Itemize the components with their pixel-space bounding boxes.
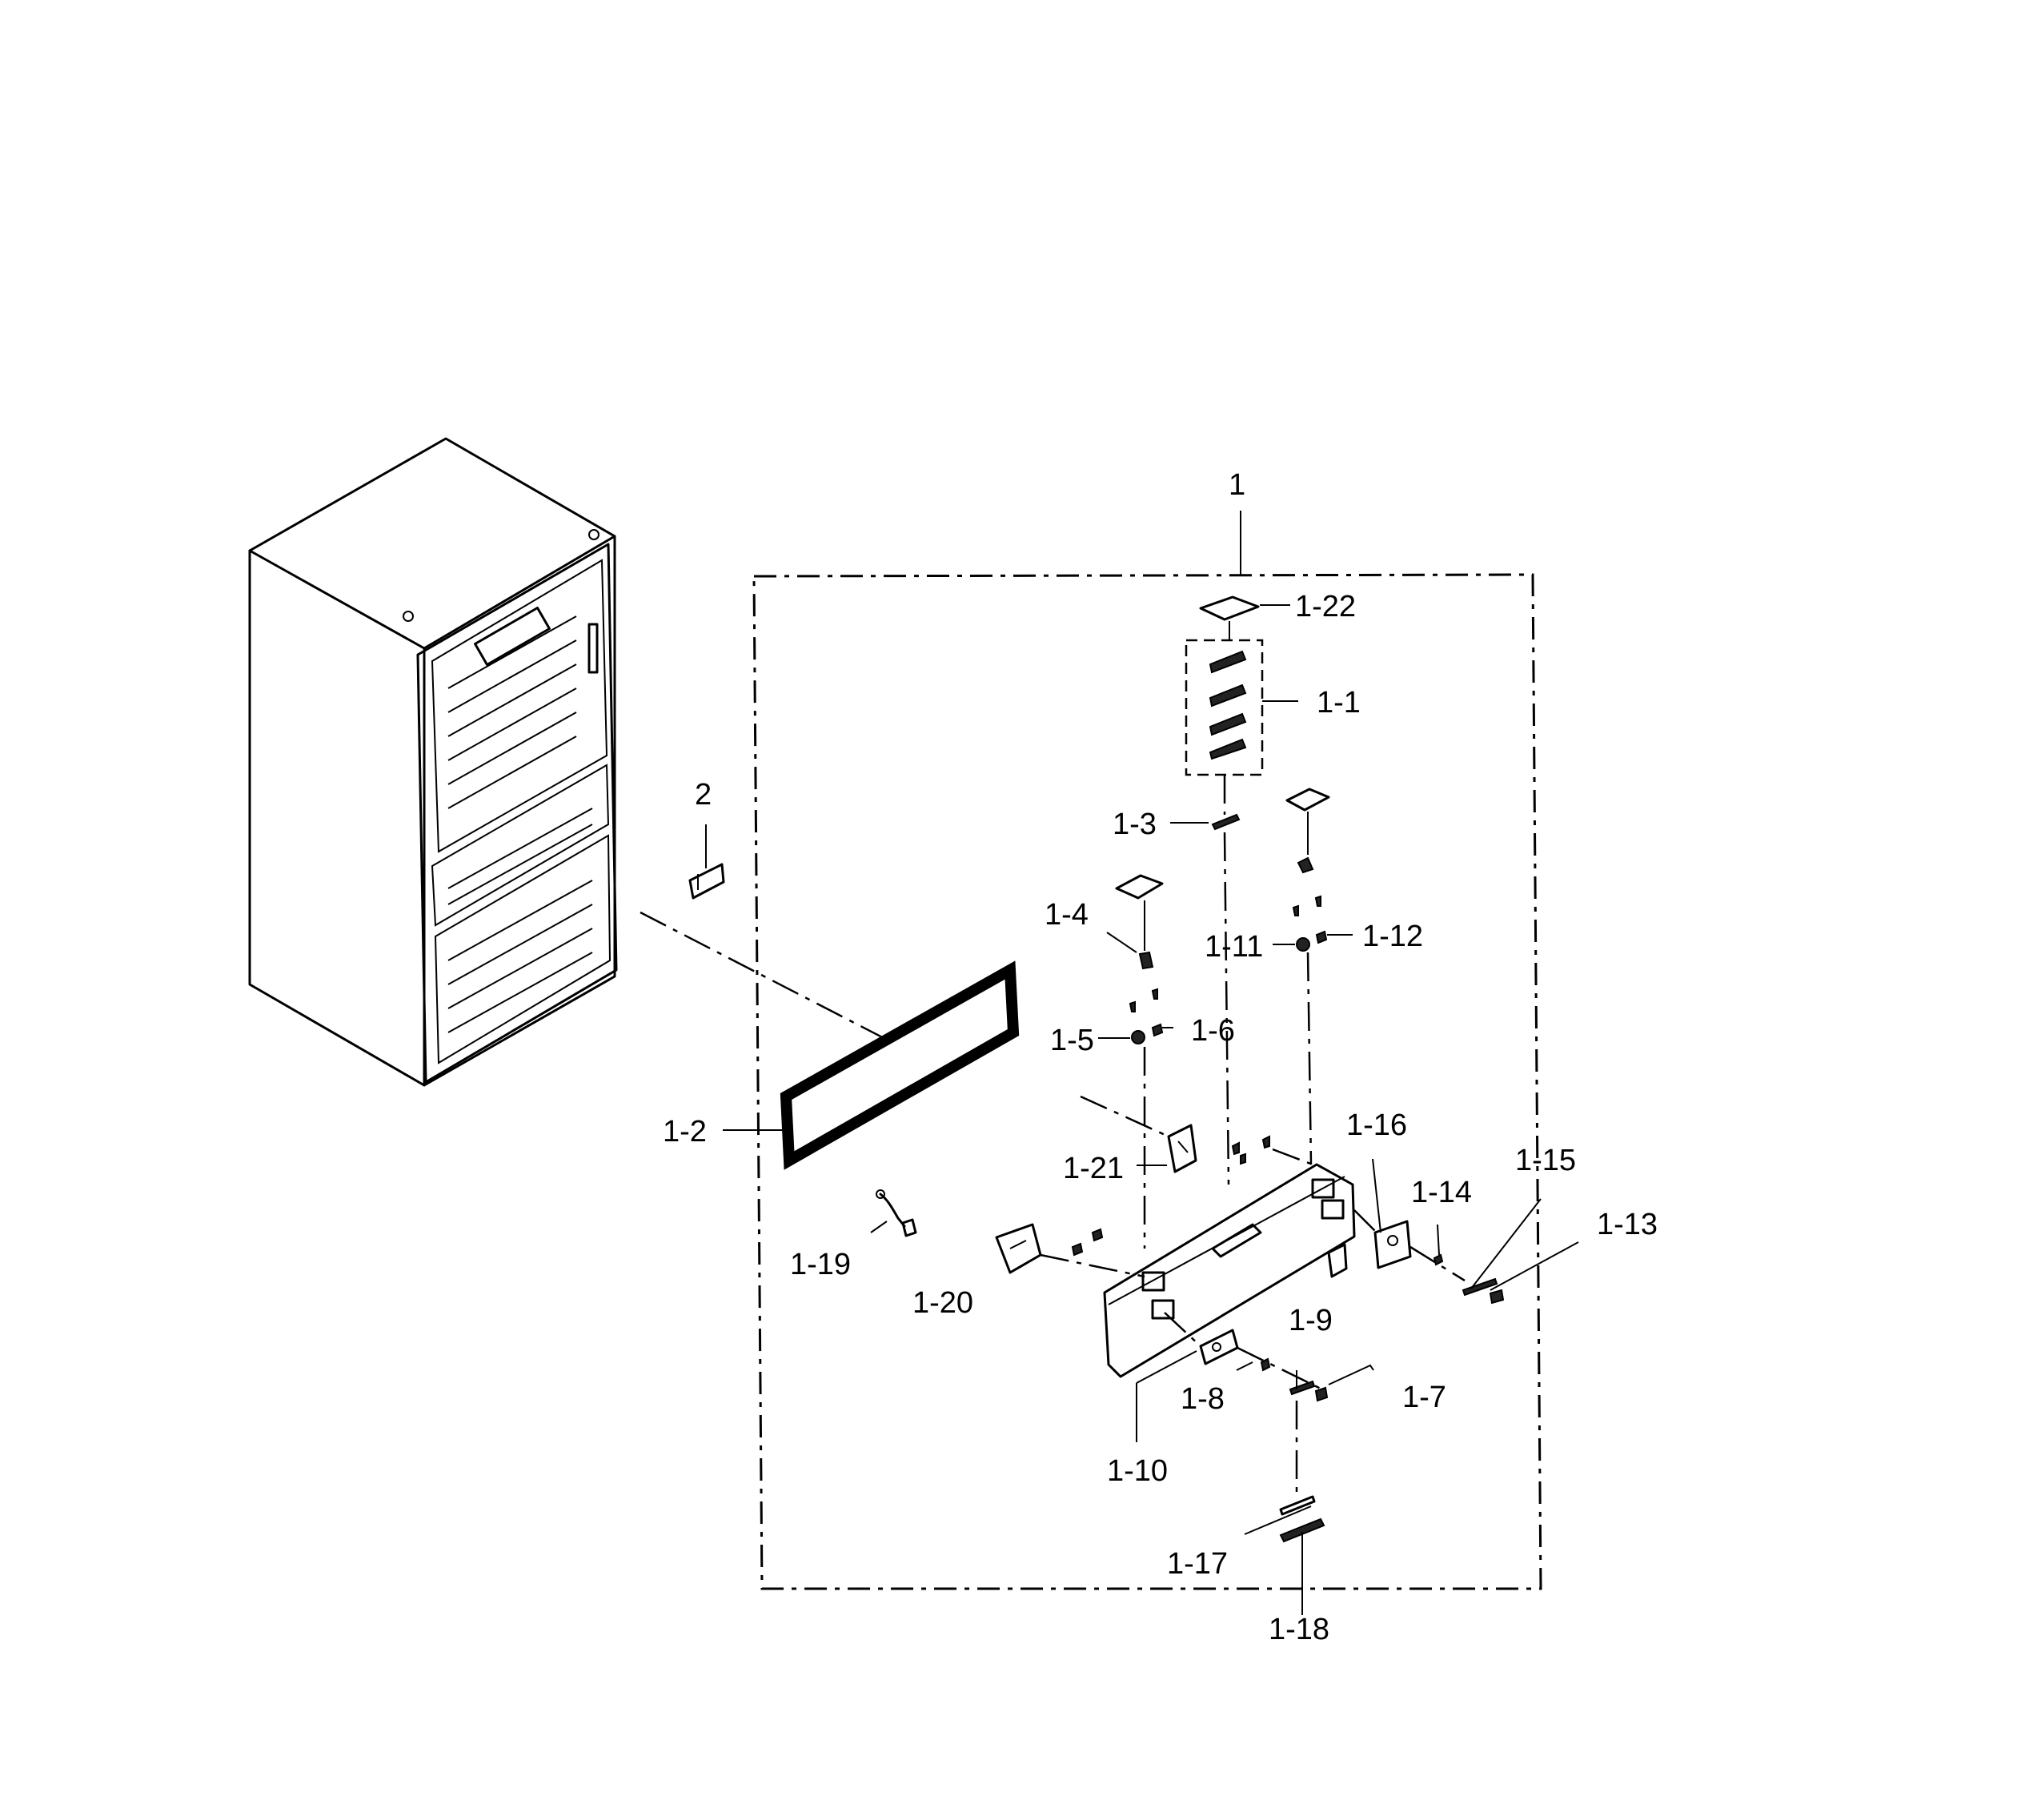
callout-1-18: 1-18 [1269,1613,1329,1646]
bracket-part-2 [688,824,725,900]
strip-1-3 [1170,775,1241,1185]
callout-1-5: 1-5 [1050,1024,1094,1057]
callout-1-21: 1-21 [1063,1152,1124,1185]
right-hinge-stack [1273,788,1353,1165]
callout-1-2: 1-2 [663,1115,707,1149]
callout-1-22: 1-22 [1295,590,1356,623]
cover-1-22 [1199,595,1290,640]
housing-1-10 [1103,1135,1356,1378]
right-end-parts [1353,1158,1579,1305]
callout-2: 2 [695,778,712,812]
callout-1-8: 1-8 [1181,1382,1225,1416]
callout-1-12: 1-12 [1362,920,1423,953]
callout-1-14: 1-14 [1411,1176,1472,1209]
callout-1-1: 1-1 [1317,686,1361,720]
callout-1-4: 1-4 [1045,898,1089,932]
callout-1-3: 1-3 [1113,808,1157,841]
lower-fasteners [1136,1312,1374,1497]
callout-1-9: 1-9 [1289,1304,1333,1337]
strips-1-17-1-18 [1244,1495,1325,1615]
callout-1: 1 [1229,468,1245,502]
callout-1-13: 1-13 [1597,1208,1658,1241]
assembly-1-outline [752,573,1542,1590]
parts-set-1-1 [1185,639,1298,776]
wire-1-19 [870,1189,917,1237]
callout-labels: 1 1-22 1-1 2 1-3 1-4 1-11 1-12 1-5 1-6 1… [663,468,1658,1646]
left-hinge-stack [1098,874,1173,1249]
bracket-1-21 [1080,1095,1197,1173]
callout-1-10: 1-10 [1107,1454,1168,1488]
callout-1-16: 1-16 [1346,1108,1407,1142]
callout-1-7: 1-7 [1402,1381,1446,1414]
refrigerator-cabinet [248,437,618,1087]
bracket-1-20 [995,1223,1145,1278]
callout-1-19: 1-19 [790,1248,851,1281]
callout-1-20: 1-20 [912,1286,973,1320]
callout-1-6: 1-6 [1191,1014,1235,1048]
callout-1-11: 1-11 [1205,930,1263,964]
callout-1-15: 1-15 [1515,1144,1576,1177]
gasket-1-2 [640,911,1020,1170]
callout-1-17: 1-17 [1167,1547,1228,1581]
